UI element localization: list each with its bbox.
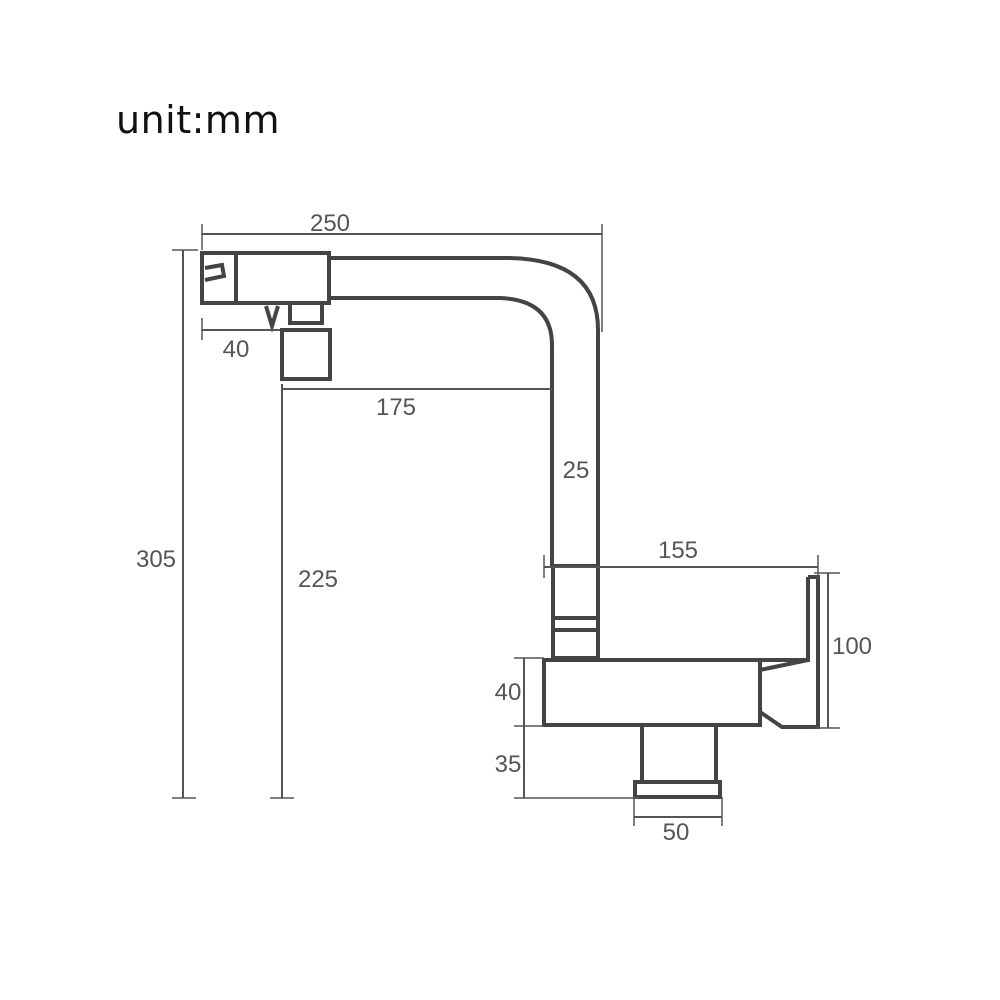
- dim-label-40-top: 40: [223, 336, 250, 363]
- handle-lever: [758, 575, 820, 729]
- unit-label: unit:mm: [116, 98, 280, 142]
- dim-label-250: 250: [310, 210, 350, 237]
- valve-body: [542, 658, 762, 727]
- dim-label-155: 155: [658, 537, 698, 564]
- dim-label-305: 305: [136, 546, 176, 573]
- dim-label-50: 50: [663, 819, 690, 846]
- dim-label-225: 225: [298, 566, 338, 593]
- base-column: [640, 723, 718, 784]
- dim-label-175: 175: [376, 394, 416, 421]
- dim-label-35: 35: [495, 751, 522, 778]
- dimension-annotations: 250 40 175 25 305 225 155 100 40: [136, 210, 872, 846]
- faucet-outline: [200, 251, 820, 799]
- tube-connector: [551, 564, 600, 660]
- drip-valve: [264, 305, 280, 333]
- dim-label-100: 100: [832, 633, 872, 660]
- spout-head-tip: [204, 262, 227, 282]
- spout-tube-inner: [329, 296, 554, 566]
- dim-label-40-body: 40: [495, 679, 522, 706]
- spout-tube-outer: [329, 256, 600, 566]
- dim-label-25: 25: [563, 457, 590, 484]
- aerator: [280, 328, 332, 381]
- spout-head: [200, 251, 331, 305]
- aerator-neck: [288, 301, 324, 325]
- valve-body-bevel: [759, 658, 809, 672]
- base-flange: [633, 780, 722, 799]
